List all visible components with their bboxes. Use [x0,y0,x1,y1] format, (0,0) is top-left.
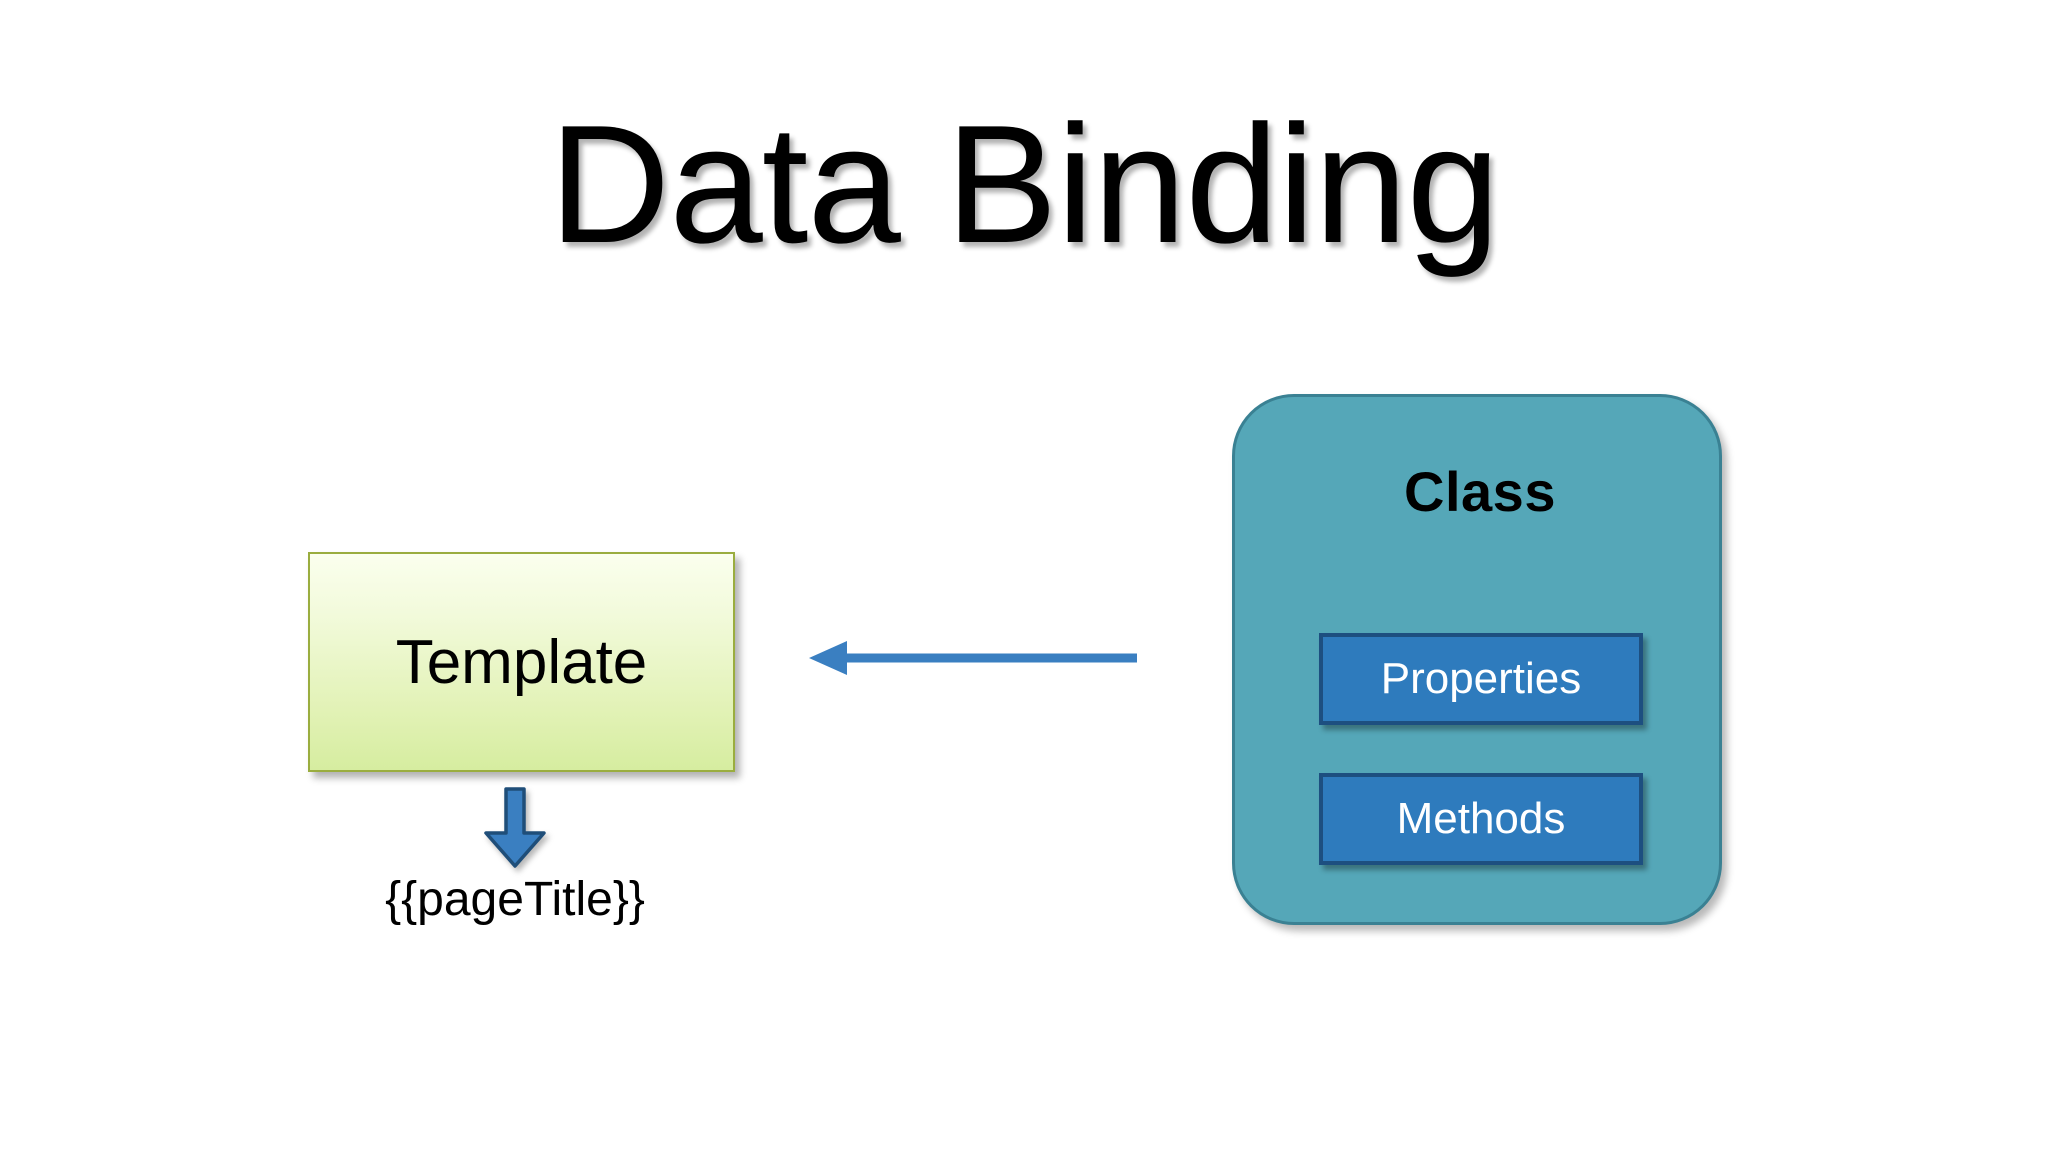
template-node-label: Template [395,627,648,697]
class-member-properties[interactable]: Properties [1319,633,1643,725]
class-member-methods[interactable]: Methods [1319,773,1643,865]
class-node[interactable]: Class Properties Methods [1232,394,1722,925]
page-title: Data Binding [549,90,1500,278]
interpolation-expression: {{pageTitle}} [385,873,645,926]
class-node-heading: Class [1404,460,1556,523]
arrow-left-icon [809,641,1137,675]
class-member-properties-label: Properties [1380,654,1582,703]
template-node[interactable]: Template [308,552,735,772]
arrow-down-icon [484,787,546,868]
class-member-methods-label: Methods [1396,794,1566,843]
